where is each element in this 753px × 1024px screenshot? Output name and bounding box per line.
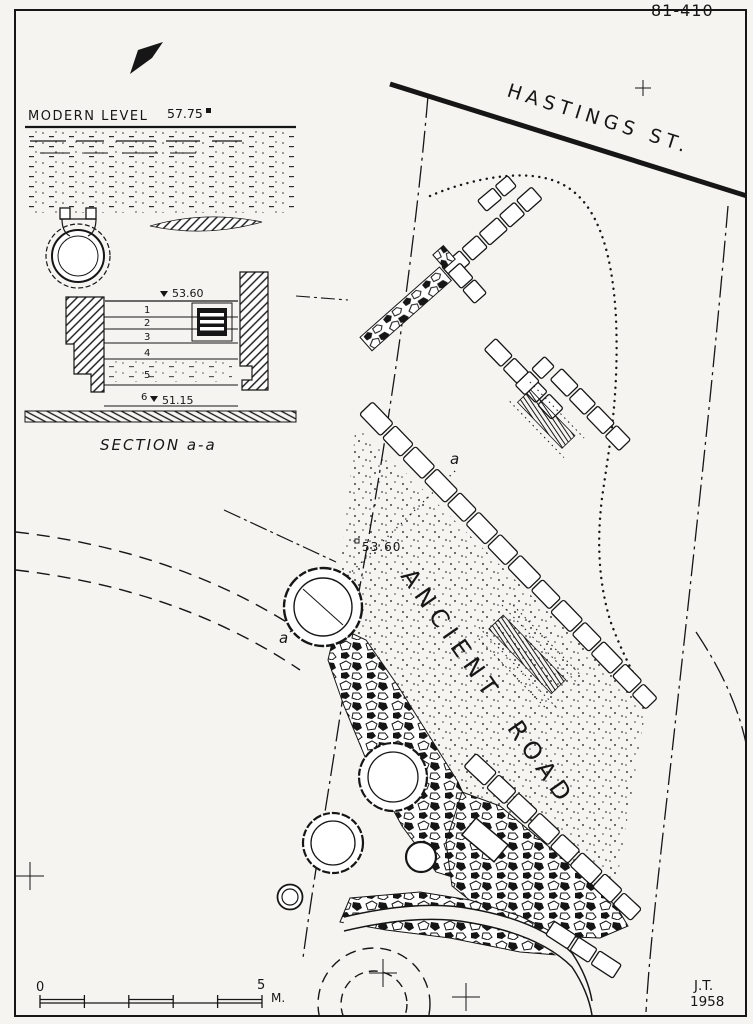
scale-unit-label: M. [271,991,285,1005]
credit-initials: J.T. [693,978,713,994]
hatched-lens [149,216,263,232]
section-wall-right [239,271,269,391]
wall-road-edge [359,402,657,709]
pit-circle-mid [357,741,429,813]
layer-5-label: 5 [144,370,150,381]
border-frame [14,9,747,1017]
layer-1-label: 1 [144,305,150,316]
rubble-triangle [445,791,629,939]
wall-stub-up [432,244,456,270]
pit-circle-double-small [276,883,304,911]
survey-cross-3 [635,80,651,96]
sheet-number: 81-410 [651,1,714,20]
vessel [45,207,111,289]
wall-upper-diagonal [359,187,542,352]
scale-bar: 0 5 M. [36,978,285,1008]
modern-level-elevation: 57.75 [167,106,203,121]
large-stone-block [460,816,510,863]
layer-lines [104,316,238,407]
modern-cut [342,904,599,1016]
wall-stub-down [448,263,487,304]
dash-dot-diagonal [223,509,337,563]
wall-lower [464,753,642,921]
survey-cross-2 [452,983,480,1011]
excavation-limit-right [645,205,729,1013]
dashed-curve-2 [15,569,301,671]
wall-room-connector [515,356,555,395]
drain-upper [509,381,585,458]
modern-level-label: MODERN LEVEL [28,109,148,124]
scale-zero-label: 0 [36,980,44,995]
soil-texture [26,129,295,213]
detached-blocks [477,175,517,212]
section-marker-a-left: a [279,629,288,647]
survey-cross-1 [369,959,397,987]
wall-room-east [550,368,631,451]
excavation-limit-corner [695,631,746,747]
survey-cross-left-margin [16,862,44,890]
bottom-blocks [545,921,622,979]
road-surface-stipple [332,424,646,906]
layer-2-label: 2 [144,318,150,329]
hastings-street-line [389,81,746,199]
pit-circle-lower [301,811,365,875]
section-drawing: MODERN LEVEL 57.75 53.60 [24,42,297,454]
section-drain-grill [191,302,233,342]
dashed-curve-1 [15,531,315,641]
ground-hatch-band [24,410,297,423]
north-arrow-icon [130,42,163,74]
section-line-a-a [289,469,457,633]
credit-year: 1958 [690,994,724,1010]
spot-elevation-marker [354,538,360,544]
drain-lower [478,604,581,709]
pit-circle-large [282,566,364,648]
section-caption: SECTION a-a [100,436,217,454]
spot-elevation-label: 53.60 [362,540,401,554]
wall-room-west [484,338,563,420]
section-marker-a-right: a [450,450,459,468]
plan-area: ANCIENT ROAD 53.60 a a HASTINGS ST. [15,80,746,1016]
scale-five-label: 5 [257,978,265,993]
layer-4-label: 4 [144,348,150,359]
lower-elevation-label: 51.15 [162,394,194,407]
layer-3-label: 3 [144,332,150,343]
layer-6-label: 6 [141,392,147,403]
datum-marker-icon [206,108,211,113]
scale-bar-graphic [39,995,263,1008]
upper-elevation-label: 53.60 [172,287,204,300]
layer-texture [106,360,232,382]
pit-circle-small [404,840,438,874]
dashed-circle-feature [317,947,431,1016]
lower-level-marker-icon [150,396,158,402]
upper-level-marker-icon [160,291,168,297]
dash-dot-short [295,295,349,301]
